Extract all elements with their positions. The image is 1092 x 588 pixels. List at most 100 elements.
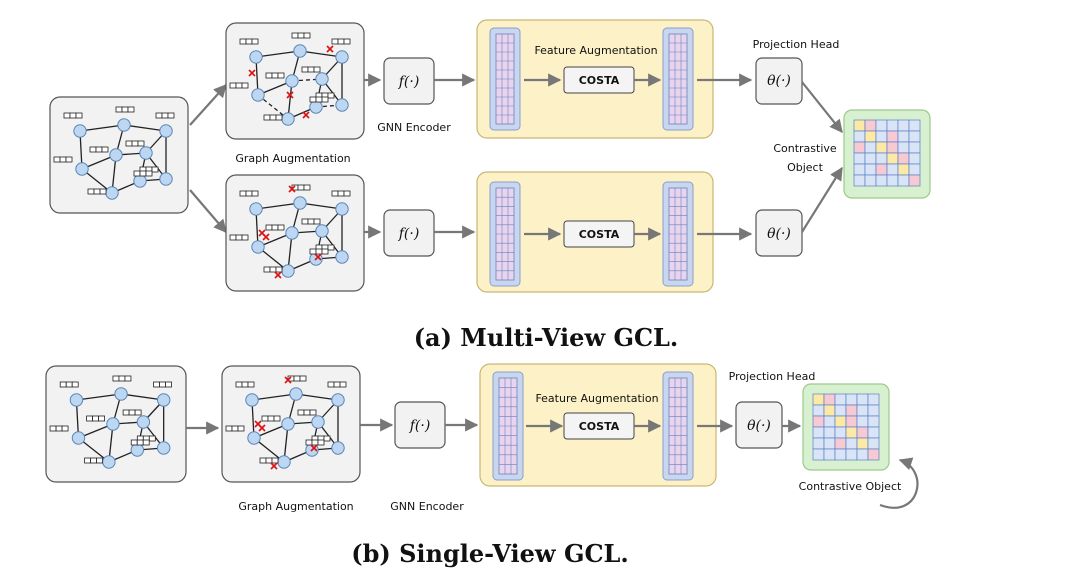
contrastive-matrix-cell (908, 141, 921, 154)
contrastive-matrix-cell (845, 393, 858, 406)
contrastive-matrix-cell (897, 141, 910, 154)
feature-cell (98, 415, 105, 422)
feature-cell (273, 415, 281, 422)
graph-node (251, 88, 265, 102)
feature-cell (309, 409, 317, 416)
contrastive-label-a-line2: Object (787, 161, 824, 174)
contrastive-matrix-cell (867, 415, 880, 428)
feature-cell (231, 425, 239, 432)
feature-cell (71, 381, 79, 388)
feature-cell (323, 435, 331, 442)
contrastive-matrix-cell (908, 174, 921, 187)
augmented-graph-b (221, 365, 361, 483)
feature-cell (155, 112, 163, 119)
feature-vector-icon (125, 140, 145, 147)
feature-cell (277, 224, 285, 231)
feature-cell (265, 72, 273, 79)
graph-node (139, 146, 153, 160)
feature-cell (343, 190, 351, 197)
arrow-proj-to-co-bottom (801, 166, 843, 233)
feature-cell (297, 184, 305, 191)
edge (295, 393, 339, 401)
graph-node (331, 441, 345, 455)
encoder-op-b: f(·) (409, 418, 431, 434)
contrastive-matrix-cell (834, 393, 847, 406)
feature-cell (134, 409, 142, 416)
graph-node (285, 74, 299, 88)
drop-mark-stroke (284, 376, 292, 384)
contrastive-matrix-cell (864, 130, 877, 143)
contrastive-matrix-cell (908, 119, 921, 132)
feature-cell (343, 38, 351, 45)
contrastive-matrix-cell (853, 119, 866, 132)
contrastive-matrix-cell (834, 426, 847, 439)
feature-cell (101, 146, 109, 153)
feature-vector-icon (291, 32, 311, 39)
feature-vector-icon (297, 409, 317, 416)
feature-cell (235, 82, 243, 89)
feature-cell (161, 112, 169, 119)
feature-cell (339, 381, 347, 388)
contrastive-matrix-cell (908, 152, 921, 165)
costa-label-b: COSTA (579, 420, 620, 433)
feature-cell (96, 457, 103, 464)
graph-node (69, 393, 84, 407)
feature-cell (55, 425, 63, 432)
feature-cell (128, 409, 136, 416)
contrastive-matrix-cell (864, 119, 877, 132)
feature-cell (271, 457, 279, 464)
graph-augmentation-label-b: Graph Augmentation (238, 500, 353, 513)
arrow-orig-to-aug2 (189, 189, 227, 234)
contrastive-matrix-cell (875, 119, 888, 132)
feature-augmentation-label-b: Feature Augmentation (535, 392, 658, 405)
feature-vector-icon (225, 425, 245, 432)
graph-node (251, 240, 265, 254)
feature-vector-icon (331, 190, 351, 197)
contrastive-matrix-cell (875, 163, 888, 176)
feature-cell (303, 184, 311, 191)
feature-cell (321, 96, 329, 103)
feature-cell (59, 381, 67, 388)
feature-cell (92, 415, 99, 422)
feature-cell (265, 224, 273, 231)
feature-vector-icon (59, 381, 79, 388)
graph-node (156, 393, 171, 407)
graph-node (105, 186, 119, 200)
contrastive-matrix-cell (856, 393, 869, 406)
feature-cell (297, 32, 305, 39)
feature-cell (317, 439, 325, 446)
contrastive-matrix-cell (834, 415, 847, 428)
contrastive-matrix-cell (886, 163, 899, 176)
feature-vector-icon (229, 82, 249, 89)
graph-node (136, 415, 151, 429)
contrastive-matrix-cell (867, 448, 880, 461)
graph-node (285, 226, 299, 240)
edge (123, 124, 167, 132)
feature-cell (333, 381, 341, 388)
feature-matrix-a2 (662, 27, 694, 131)
contrastive-matrix-cell (864, 163, 877, 176)
feature-vector-icon (309, 248, 329, 255)
drop-mark-stroke (254, 420, 262, 428)
drop-mark-stroke (310, 444, 318, 452)
feature-vector-icon (301, 66, 321, 73)
drop-mark-icon (302, 111, 310, 119)
caption-b: (b) Single-View GCL. (351, 539, 629, 568)
contrastive-matrix-cell (867, 426, 880, 439)
contrastive-matrix-cell (856, 404, 869, 417)
graph-node (315, 224, 329, 238)
feature-vector-icon (130, 439, 150, 446)
contrastive-matrix-cell (812, 404, 825, 417)
feature-cell (297, 409, 305, 416)
dropped-edge (291, 78, 323, 82)
feature-vector-icon (239, 38, 259, 45)
graph-node (245, 393, 259, 407)
costa-label-top: COSTA (579, 74, 620, 87)
feature-cell (159, 381, 166, 388)
feature-vector-icon (239, 190, 259, 197)
graph-node (106, 417, 120, 431)
feature-cell (130, 439, 138, 446)
theta-bottom: θ(·) (767, 226, 791, 242)
contrastive-matrix-cell (812, 437, 825, 450)
contrastive-matrix-a (853, 119, 921, 187)
